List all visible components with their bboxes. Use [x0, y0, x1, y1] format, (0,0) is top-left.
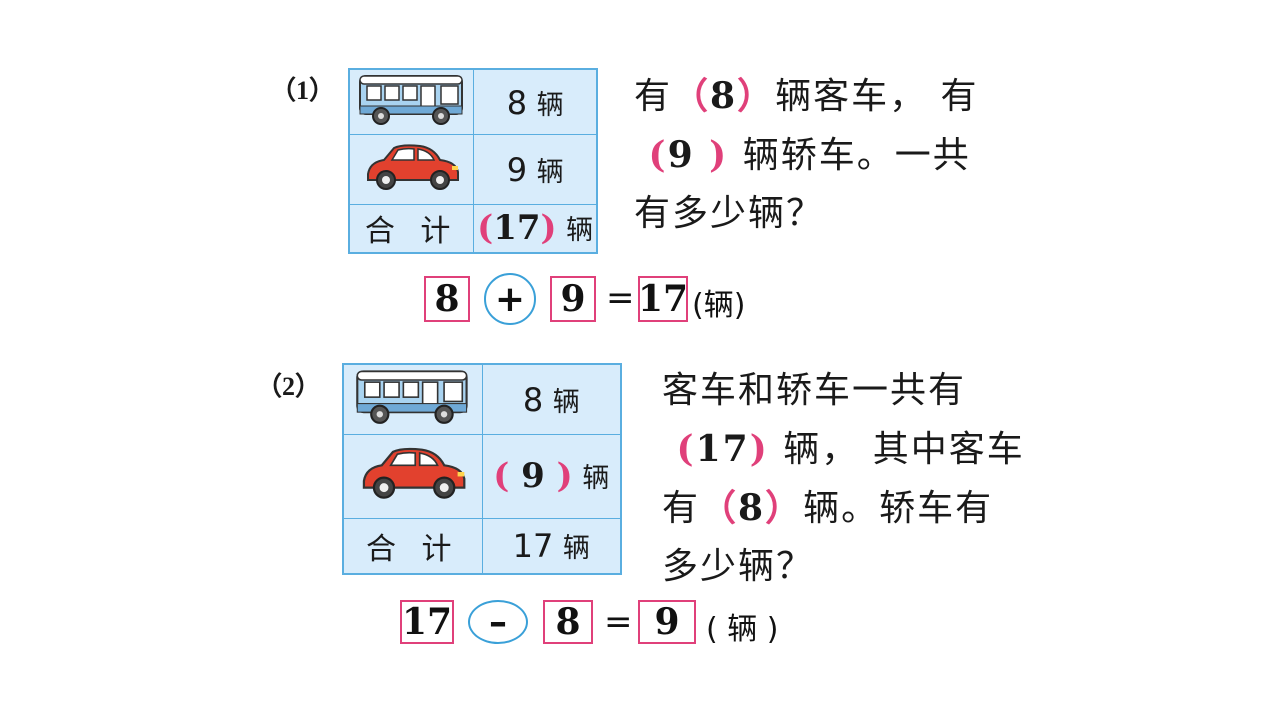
question-1-label: （1）	[270, 76, 336, 105]
car-cell	[342, 433, 483, 519]
text-fragment: 辆。轿车有	[803, 488, 994, 529]
total-cell: 17 辆	[481, 517, 622, 575]
bus-icon	[358, 75, 463, 125]
equation-1-unit: (辆)	[692, 288, 746, 323]
car-number: 9	[667, 134, 695, 176]
equation-2-first-operand: 17	[400, 600, 454, 644]
equation-1-operator: +	[484, 273, 536, 325]
bus-cell	[348, 68, 475, 135]
question-1-text: 有（8）辆客车， 有 (9 ) 辆轿车。一共 有多少辆？	[634, 75, 979, 234]
total-value: 17	[512, 527, 554, 566]
equation-2-result: 9	[638, 600, 696, 644]
equation-1-first-operand: 8	[424, 276, 470, 322]
unit-label: 辆	[536, 89, 564, 121]
total-number: 17	[695, 428, 750, 470]
text-fragment: 辆客车， 有	[775, 76, 979, 117]
total-label: 合 计	[348, 204, 475, 253]
car-count: 9	[521, 456, 545, 496]
unit-label: 辆	[566, 215, 594, 247]
car-cell	[348, 134, 475, 205]
bus-cell	[342, 363, 483, 435]
car-icon	[366, 143, 459, 190]
equation-1-result: 17	[637, 276, 689, 322]
question-1-table: 8 辆 9 辆 合 计 (17) 辆	[348, 68, 598, 254]
car-icon	[362, 447, 466, 499]
equals-sign: =	[604, 602, 633, 642]
text-fragment: 有	[662, 488, 701, 529]
text-fragment: 客车和轿车一共有	[662, 370, 967, 411]
bus-count: 8	[522, 380, 544, 419]
text-fragment: 多少辆？	[662, 546, 815, 587]
question-2-text: 客车和轿车一共有 (17) 辆， 其中客车 有（8）辆。轿车有 多少辆？	[662, 370, 1025, 587]
equation-2-unit: ( 辆 )	[706, 612, 779, 647]
text-fragment: 辆， 其中客车	[783, 429, 1025, 470]
unit-label: 辆	[582, 463, 610, 494]
text-fragment: 有	[634, 76, 673, 117]
car-count: 9	[506, 151, 528, 189]
car-count-cell: ( 9 ) 辆	[481, 433, 622, 519]
bus-count-cell: 8 辆	[473, 68, 598, 135]
question-2-label: （2）	[256, 372, 322, 401]
total-value: 17	[493, 208, 541, 249]
unit-label: 辆	[562, 533, 590, 565]
total-label: 合 计	[342, 517, 483, 575]
bus-number: 8	[710, 75, 738, 117]
unit-label: 辆	[536, 157, 564, 188]
equation-2-second-operand: 8	[543, 600, 593, 644]
question-2-table: 8 辆 ( 9 ) 辆 合 计 17 辆	[342, 363, 622, 575]
text-fragment: 辆轿车。一共	[742, 135, 971, 176]
unit-label: 辆	[552, 386, 580, 418]
car-count-cell: 9 辆	[473, 134, 598, 205]
total-cell: (17) 辆	[473, 204, 598, 253]
equation-2-operator: –	[468, 600, 528, 644]
bus-icon	[355, 370, 468, 425]
equals-sign: =	[606, 278, 635, 318]
text-fragment: 有多少辆？	[634, 193, 825, 234]
bus-count: 8	[506, 83, 528, 122]
bus-number: 8	[738, 487, 766, 529]
bus-count-cell: 8 辆	[481, 363, 622, 435]
equation-1-second-operand: 9	[550, 276, 596, 322]
